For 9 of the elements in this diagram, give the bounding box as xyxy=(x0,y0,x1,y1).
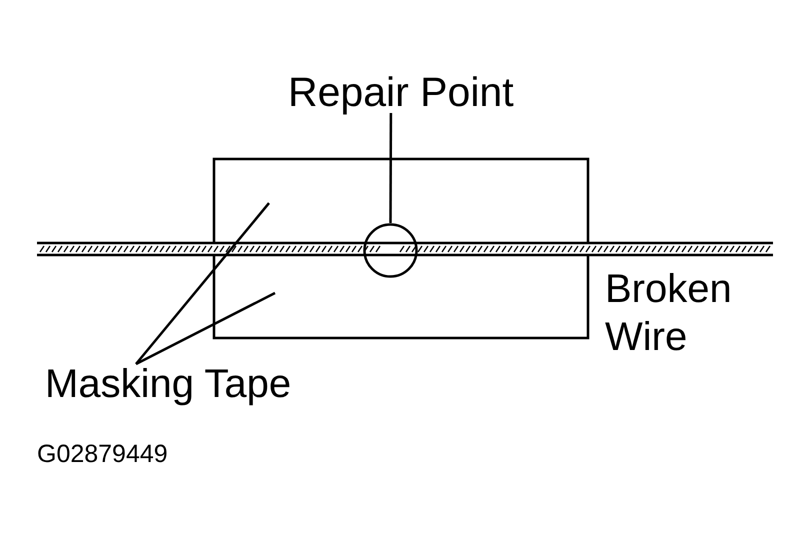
masking-tape xyxy=(213,158,589,339)
circle-marker xyxy=(363,223,418,278)
leader-line xyxy=(389,113,392,223)
callout-label: Repair Point xyxy=(288,72,514,113)
leader-line xyxy=(135,292,276,366)
callout-label: Broken Wire xyxy=(605,266,733,361)
callout-label: Masking Tape xyxy=(45,364,292,404)
figure-code: G02879449 xyxy=(37,442,168,467)
leader-line xyxy=(135,202,270,365)
